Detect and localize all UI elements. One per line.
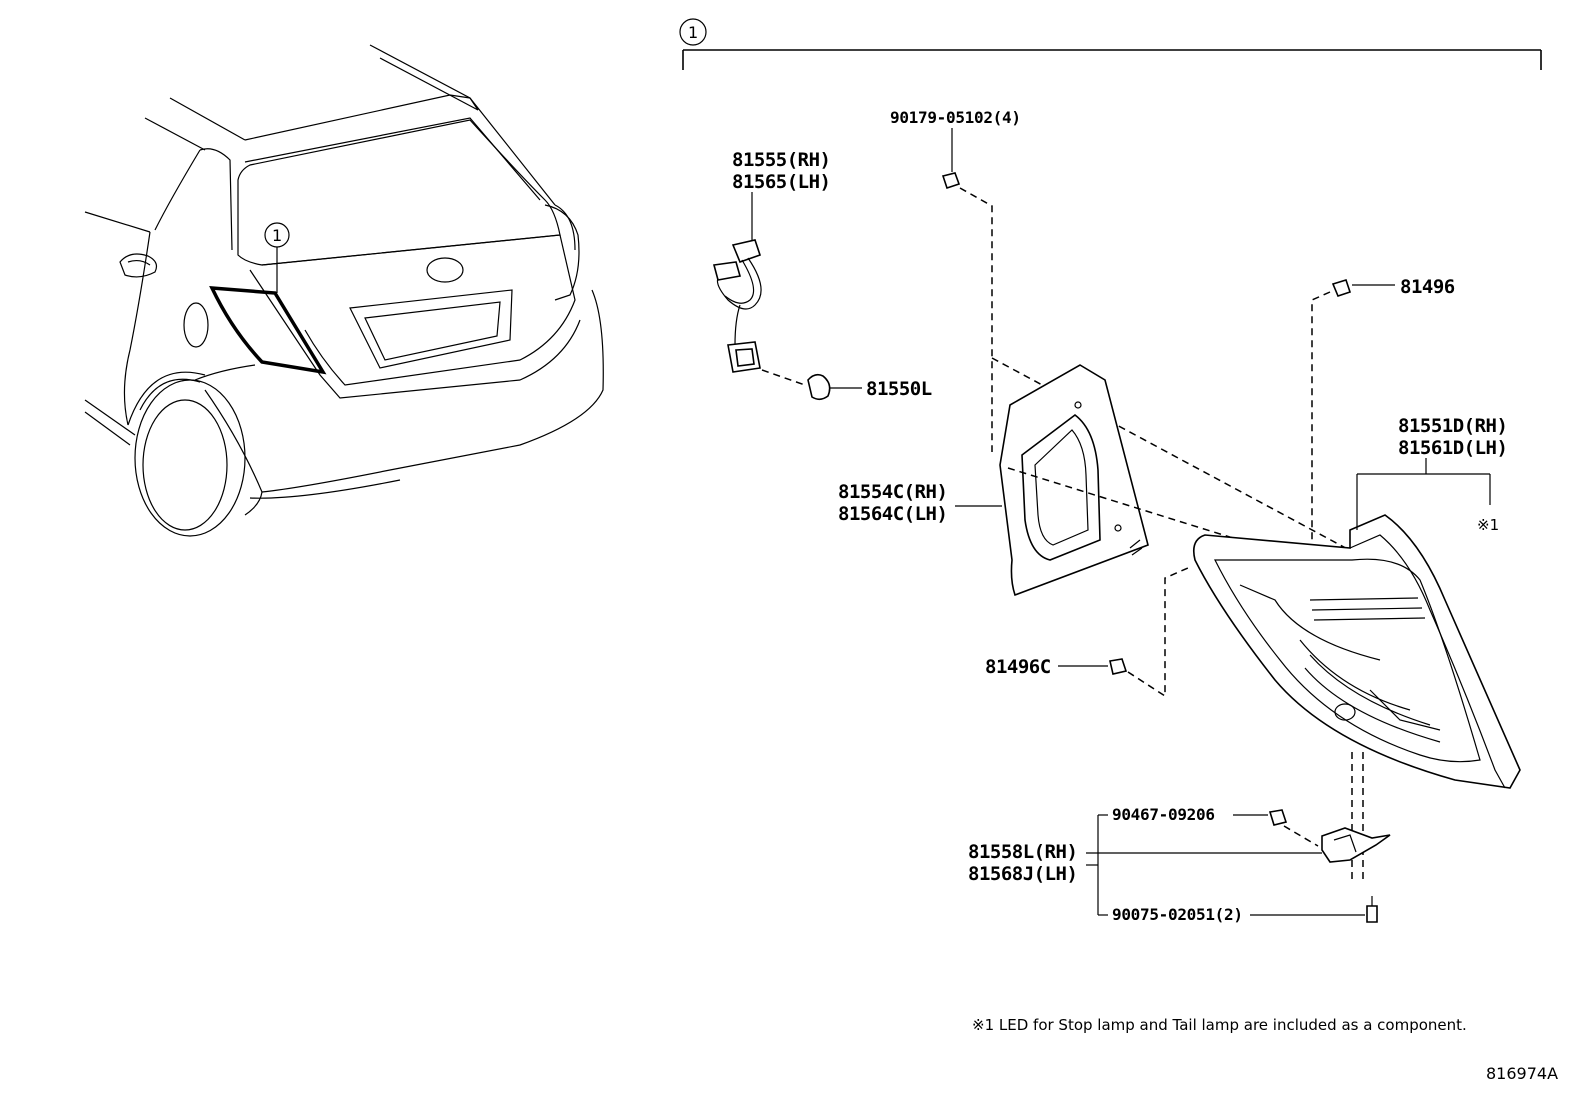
assembly-bracket [679,18,1542,70]
part-number-81554C: 81554C(RH) [838,481,947,503]
gasket-81554c-part [955,364,1369,597]
diagram-code: 816974A [1486,1064,1558,1083]
part-number-90075: 90075-02051(2) [1112,905,1243,924]
part-number-90179: 90179-05102(4) [890,108,1021,127]
part-number-81565: 81565(LH) [732,171,830,193]
socket-and-wire-part [712,192,862,401]
part-number-81496C: 81496C [985,656,1051,678]
part-number-81568J: 81568J(LH) [968,863,1077,885]
clip-81496-part [1311,279,1395,560]
part-number-81555: 81555(RH) [732,149,830,171]
part-number-81561D: 81561D(LH) [1398,437,1507,459]
note-mark-star1: ※1 [1477,516,1499,534]
footnote: ※1 LED for Stop lamp and Tail lamp are i… [972,1016,1467,1034]
part-number-81551D: 81551D(RH) [1398,415,1507,437]
part-number-90467: 90467-09206 [1112,805,1215,824]
vehicle-illustration [84,44,604,537]
part-number-81550L: 81550L [866,378,932,400]
part-number-81564C: 81564C(LH) [838,503,947,525]
nut-90179-part [941,128,1369,561]
clip-81496c-part [1058,567,1189,698]
part-number-81496: 81496 [1400,276,1455,298]
callout-symbol-bracket: 1 [688,23,698,42]
bracket-and-screws-part [1086,809,1391,923]
callout-symbol-car: 1 [272,226,282,245]
rear-combination-lamp-part [1192,458,1521,880]
part-number-81558L: 81558L(RH) [968,841,1077,863]
